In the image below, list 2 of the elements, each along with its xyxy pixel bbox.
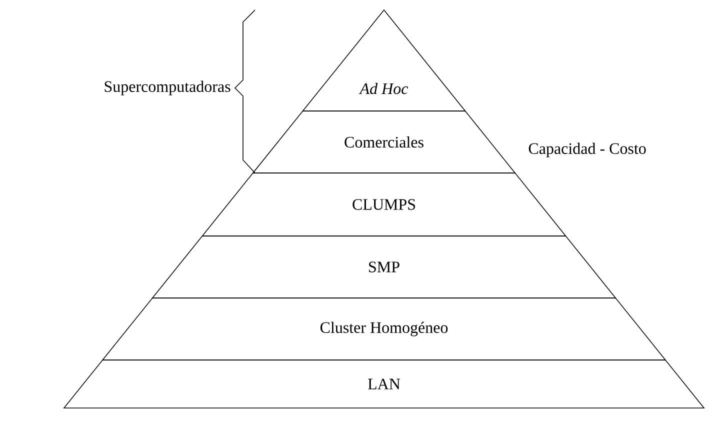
- side-label: Capacidad - Costo: [528, 142, 646, 158]
- side-label: Supercomputadoras: [104, 80, 230, 96]
